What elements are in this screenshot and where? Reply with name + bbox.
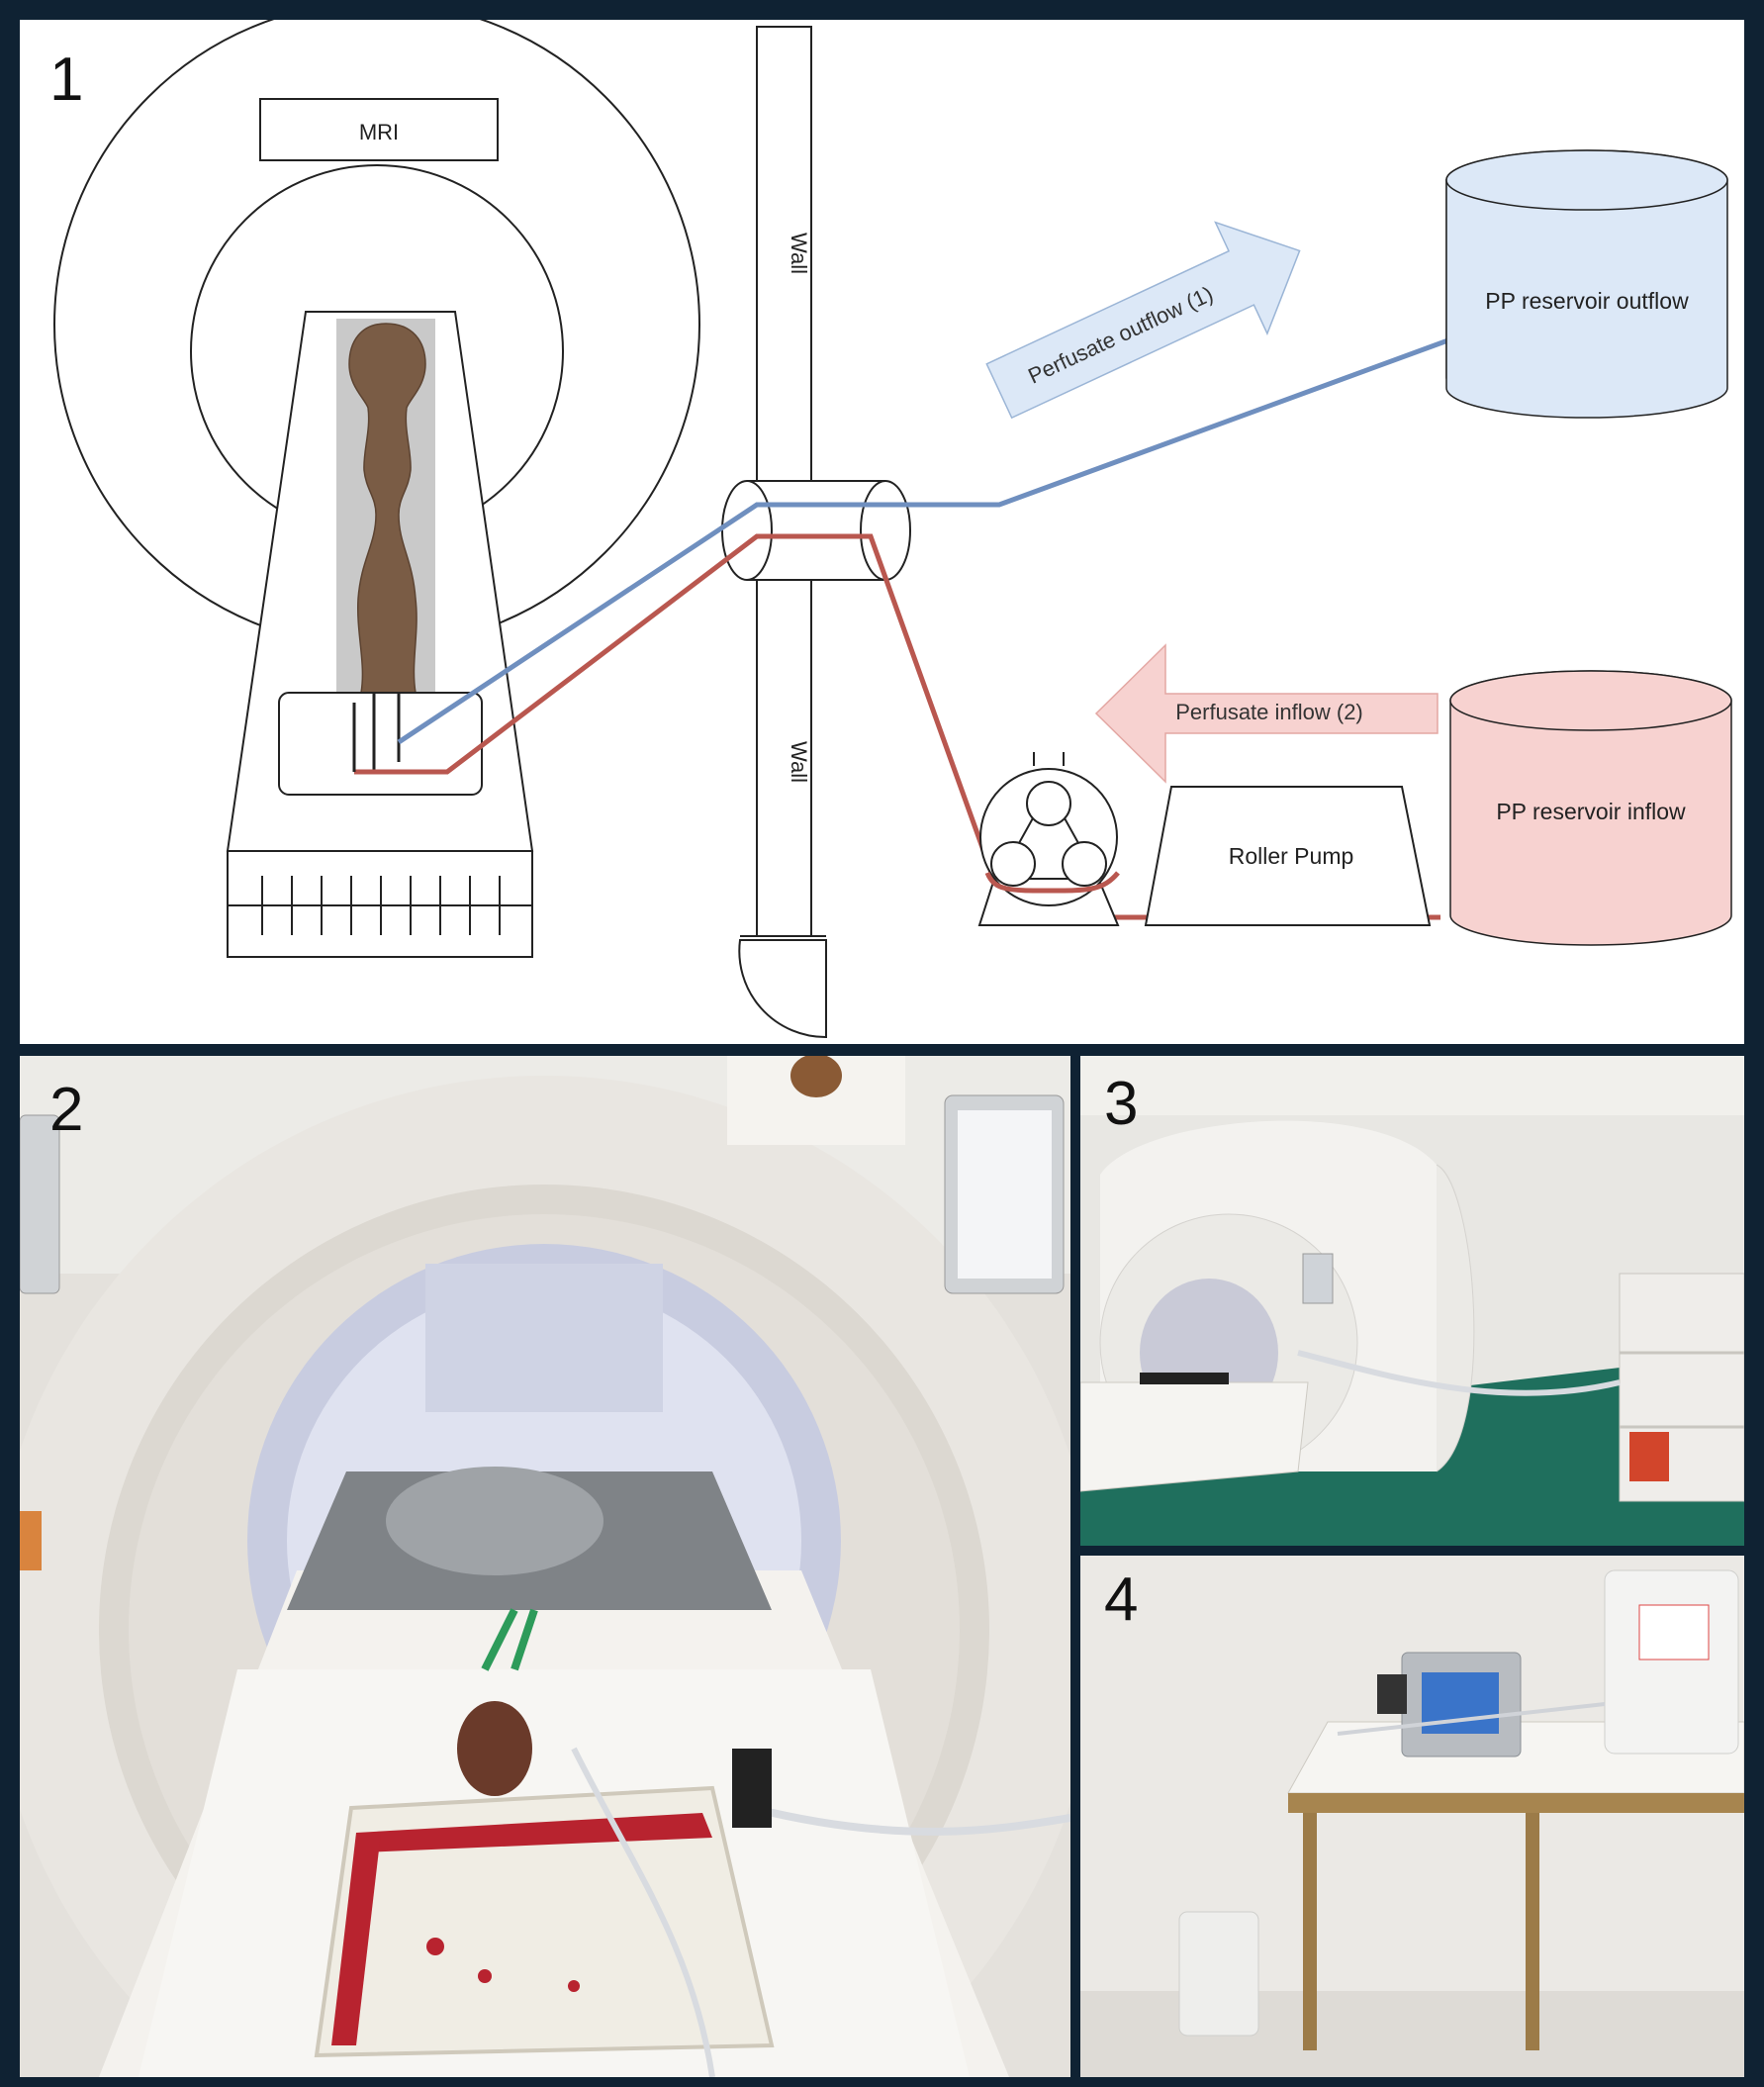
wall-label-top: Wall: [787, 233, 811, 274]
photo-roller-pump: [1080, 1556, 1744, 2077]
outflow-tubing: [397, 332, 1465, 745]
roller-pump-body: [1144, 786, 1432, 926]
outflow-arrow: Perfusate outflow (1): [985, 221, 1301, 420]
photo-mri-room: [1080, 1056, 1744, 1546]
panel-label-1: 1: [49, 46, 84, 114]
panel-label-2: 2: [49, 1076, 84, 1144]
door-swing: [738, 939, 827, 1039]
photo-mri-limb: [20, 1056, 1070, 2077]
roller-pump-label: Roller Pump: [1229, 843, 1354, 869]
wall-passthrough-end: [860, 480, 911, 581]
inflow-reservoir-label: PP reservoir inflow: [1496, 799, 1686, 824]
table-ticks: [261, 876, 501, 935]
panel-2-photo: 2: [20, 1056, 1070, 2077]
mri-label: MRI: [359, 120, 399, 144]
roller-pump-head: [977, 752, 1120, 926]
mri-label-box: [259, 98, 499, 161]
panel-3-photo: 3: [1080, 1056, 1744, 1546]
outflow-reservoir-label: PP reservoir outflow: [1485, 288, 1689, 314]
panel-1-diagram: MRI Wall Wall: [20, 20, 1744, 1044]
inflow-arrow: Perfusate inflow (2): [1094, 643, 1439, 784]
panel-label-4: 4: [1104, 1565, 1139, 1634]
panel-4-photo: 4: [1080, 1556, 1744, 2077]
panel-label-3: 3: [1104, 1070, 1139, 1138]
setup-schematic: MRI Wall Wall: [53, 20, 1732, 1039]
inflow-arrow-label: Perfusate inflow (2): [1175, 700, 1363, 724]
wall-passthrough-start: [721, 480, 773, 581]
wall-label-bottom: Wall: [787, 741, 811, 783]
